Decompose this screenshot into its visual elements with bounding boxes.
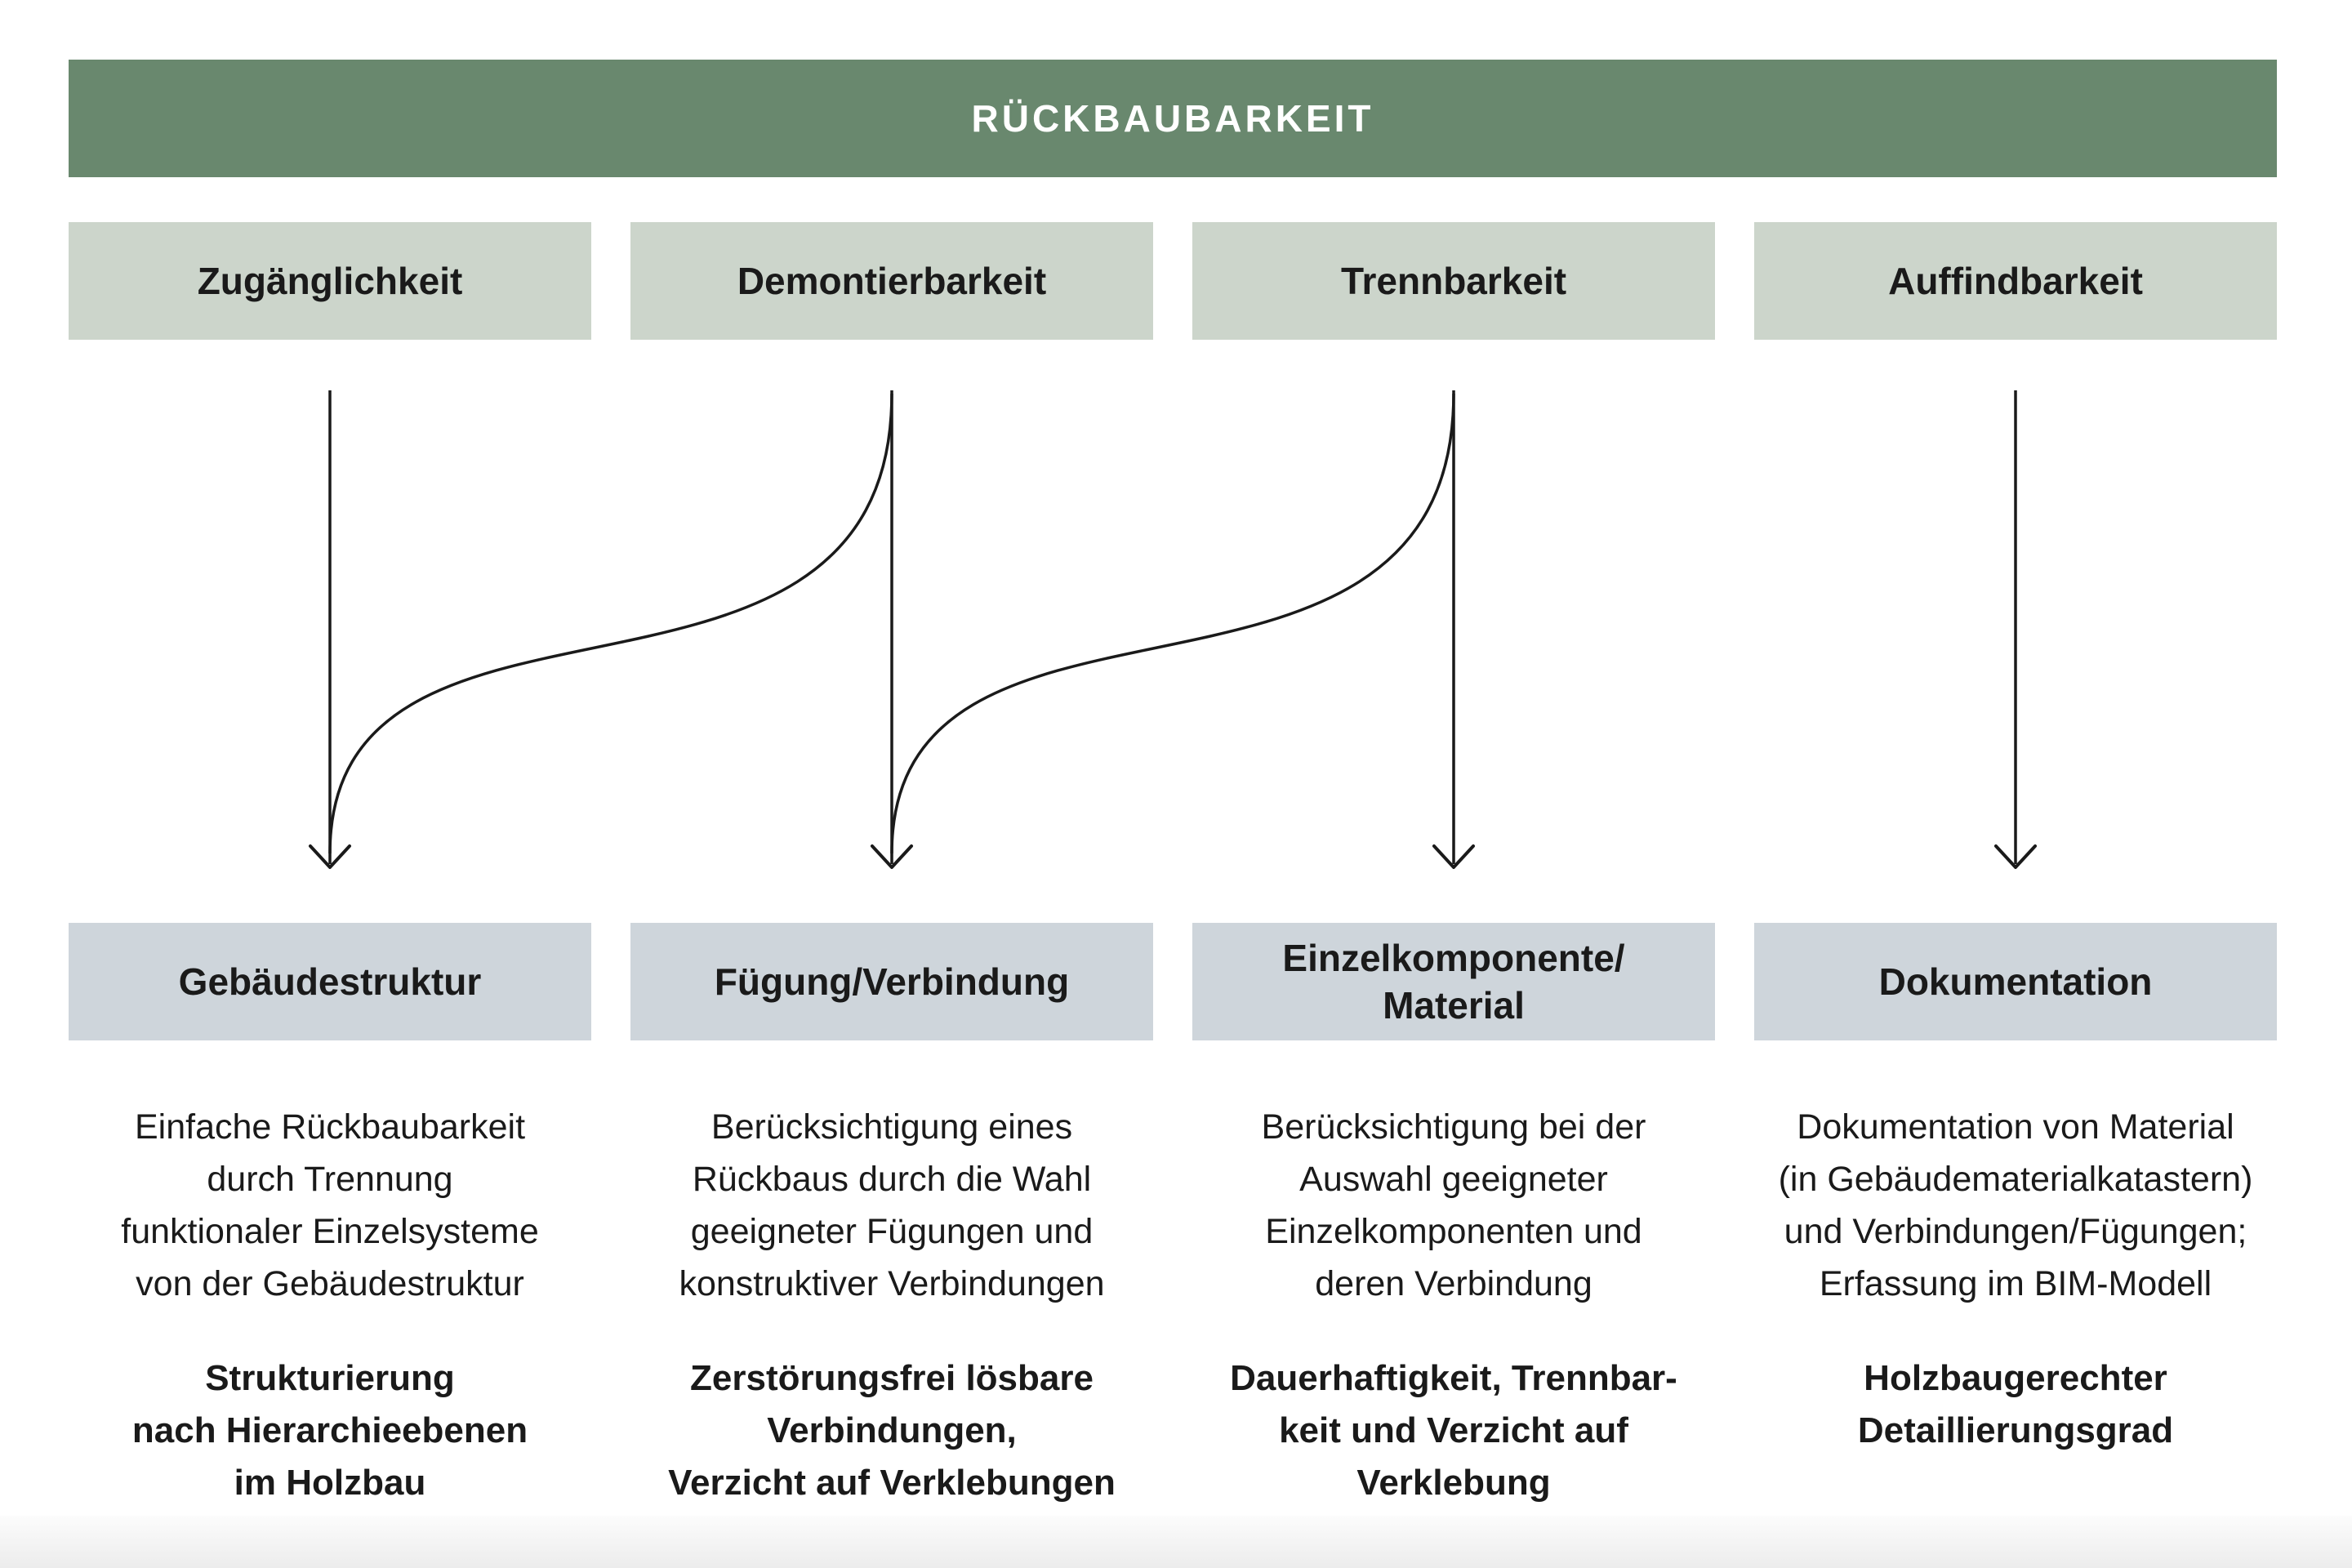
criteria-label: Zugänglichkeit — [197, 260, 463, 302]
page-title: RÜCKBAUBARKEIT — [971, 97, 1374, 140]
criteria-box-trennbarkeit: Trennbarkeit — [1192, 222, 1715, 340]
criteria-label: Demontierbarkeit — [737, 260, 1047, 302]
arrowhead-icon — [1432, 844, 1475, 869]
level-label: Einzelkomponente/ Material — [1282, 937, 1625, 1027]
level-box-einzelkomponente-material: Einzelkomponente/ Material — [1192, 923, 1715, 1040]
level-box-dokumentation: Dokumentation — [1754, 923, 2277, 1040]
level-label: Gebäudestruktur — [178, 960, 482, 1003]
description-einzelkomponente: Berücksichtigung bei der Auswahl geeigne… — [1261, 1107, 1646, 1303]
level-box-fuegung-verbindung: Fügung/Verbindung — [630, 923, 1153, 1040]
description-fuegung-verbindung: Berücksichtigung eines Rückbaus durch di… — [679, 1107, 1105, 1303]
title-bar: RÜCKBAUBARKEIT — [69, 60, 2277, 177]
criteria-box-auffindbarkeit: Auffindbarkeit — [1754, 222, 2277, 340]
criteria-label: Auffindbarkeit — [1888, 260, 2143, 302]
description-dokumentation: Dokumentation von Material (in Gebäudema… — [1778, 1107, 2253, 1303]
level-box-gebaeudestruktur: Gebäudestruktur — [69, 923, 591, 1040]
emphasis-einzelkomponente: Dauerhaftigkeit, Trennbar- keit und Verz… — [1230, 1358, 1677, 1503]
page-bottom-fade — [0, 1516, 2352, 1568]
arrowhead-icon — [1994, 844, 2037, 869]
criteria-box-demontierbarkeit: Demontierbarkeit — [630, 222, 1153, 340]
emphasis-gebaeudestruktur: Strukturierung nach Hierarchieebenen im … — [131, 1358, 528, 1503]
curve-demontierbarkeit-to-gebaeudestruktur — [328, 393, 893, 854]
emphasis-dokumentation: Holzbaugerechter Detaillierungsgrad — [1857, 1358, 2174, 1450]
description-gebaeudestruktur: Einfache Rückbaubarkeit durch Trennung f… — [121, 1107, 539, 1303]
criteria-box-zugaenglichkeit: Zugänglichkeit — [69, 222, 591, 340]
arrowhead-icon — [309, 844, 351, 869]
level-label: Dokumentation — [1878, 960, 2153, 1003]
emphasis-fuegung-verbindung: Zerstörungsfrei lösbare Verbindungen, Ve… — [668, 1358, 1116, 1503]
level-label: Fügung/Verbindung — [714, 960, 1070, 1003]
curve-trennbarkeit-to-fuegung — [890, 393, 1455, 854]
criteria-label: Trennbarkeit — [1340, 260, 1567, 302]
arrowhead-icon — [871, 844, 913, 869]
